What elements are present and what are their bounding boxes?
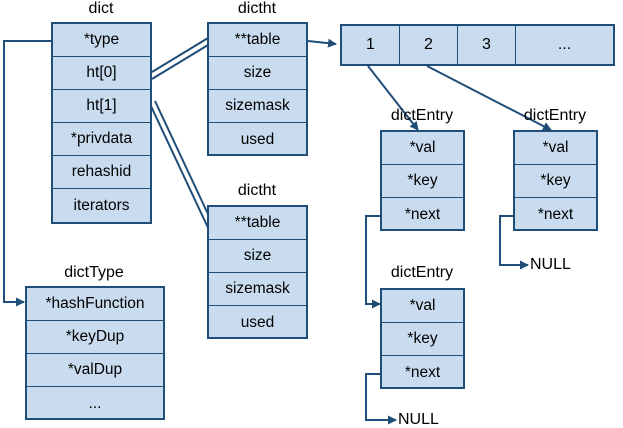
dicttype-field-keydup: *keyDup — [27, 321, 163, 354]
entry-b-field-key: *key — [515, 165, 596, 198]
entry-b-title: dictEntry — [523, 107, 587, 124]
entry-c-field-key: *key — [382, 323, 463, 356]
entry-a-field-val: *val — [382, 132, 463, 165]
dictht0-field-size: size — [209, 57, 306, 90]
dictht0-field-table: **table — [209, 24, 306, 57]
table-bucket-1: 1 — [342, 26, 400, 64]
edge-ht1-to-dictht-a — [149, 103, 211, 233]
edge-bucket2-to-entry-b — [426, 65, 552, 131]
dict-field-ht1: ht[1] — [53, 90, 150, 123]
dicttype-field-hashfunction: *hashFunction — [27, 288, 163, 321]
table-bucket-more: ... — [557, 36, 572, 53]
entry-c-struct: *val *key *next — [380, 288, 465, 389]
edge-ht0-to-dictht-b — [151, 44, 209, 80]
entry-a-field-next: *next — [404, 205, 441, 223]
dictht1-field-sizemask: sizemask — [209, 273, 306, 306]
dict-title: dict — [88, 0, 114, 17]
edge-entry-c-next-to-null — [365, 373, 397, 425]
entry-c-title: dictEntry — [390, 264, 454, 281]
entry-c-field-next: *next — [404, 363, 441, 381]
edge-ht0-to-dictht-a — [151, 37, 209, 73]
table-array: 1 2 3 ... — [340, 24, 615, 66]
table-bucket-3: 3 — [458, 26, 516, 64]
dict-struct: *type ht[0] ht[1] *privdata rehashid ite… — [51, 22, 152, 224]
dict-field-privdata: *privdata — [53, 123, 150, 156]
dicttype-struct: *hashFunction *keyDup *valDup ... — [25, 286, 165, 420]
dictht1-field-table: **table — [209, 207, 306, 240]
edge-entry-a-next-to-entry-c — [365, 215, 381, 309]
table-bucket-2: 2 — [400, 26, 458, 64]
edge-bucket1-to-entry-a — [367, 65, 419, 131]
dictht1-field-used: used — [240, 313, 275, 331]
dict-field-iterators: iterators — [73, 196, 130, 214]
dictht0-field-sizemask: sizemask — [209, 90, 306, 123]
edge-ht1-to-dictht-b — [154, 100, 216, 230]
edge-table-to-array — [307, 38, 337, 48]
dicttype-title: dictType — [64, 264, 124, 281]
dictht0-field-used: used — [240, 130, 275, 148]
dictht0-title: dictht — [237, 0, 277, 17]
dicttype-field-valdup: *valDup — [27, 354, 163, 387]
dictht1-field-size: size — [209, 240, 306, 273]
dictht0-struct: **table size sizemask used — [207, 22, 308, 156]
dict-field-type: *type — [53, 24, 150, 57]
entry-b-struct: *val *key *next — [513, 130, 598, 231]
dict-field-rehashid: rehashid — [53, 156, 150, 189]
entry-c-field-val: *val — [382, 290, 463, 323]
edge-type-to-dicttype — [3, 40, 52, 307]
dictht1-title: dictht — [237, 182, 277, 199]
entry-a-field-key: *key — [382, 165, 463, 198]
entry-b-field-val: *val — [515, 132, 596, 165]
entry-b-field-next: *next — [537, 205, 574, 223]
null-label-entry-c: NULL — [398, 411, 439, 428]
dict-field-ht0: ht[0] — [53, 57, 150, 90]
null-label-entry-b: NULL — [530, 256, 571, 273]
entry-a-title: dictEntry — [390, 107, 454, 124]
edge-entry-b-next-to-null — [499, 215, 529, 270]
dictht1-struct: **table size sizemask used — [207, 205, 308, 339]
entry-a-struct: *val *key *next — [380, 130, 465, 231]
dicttype-field-more: ... — [88, 394, 102, 412]
